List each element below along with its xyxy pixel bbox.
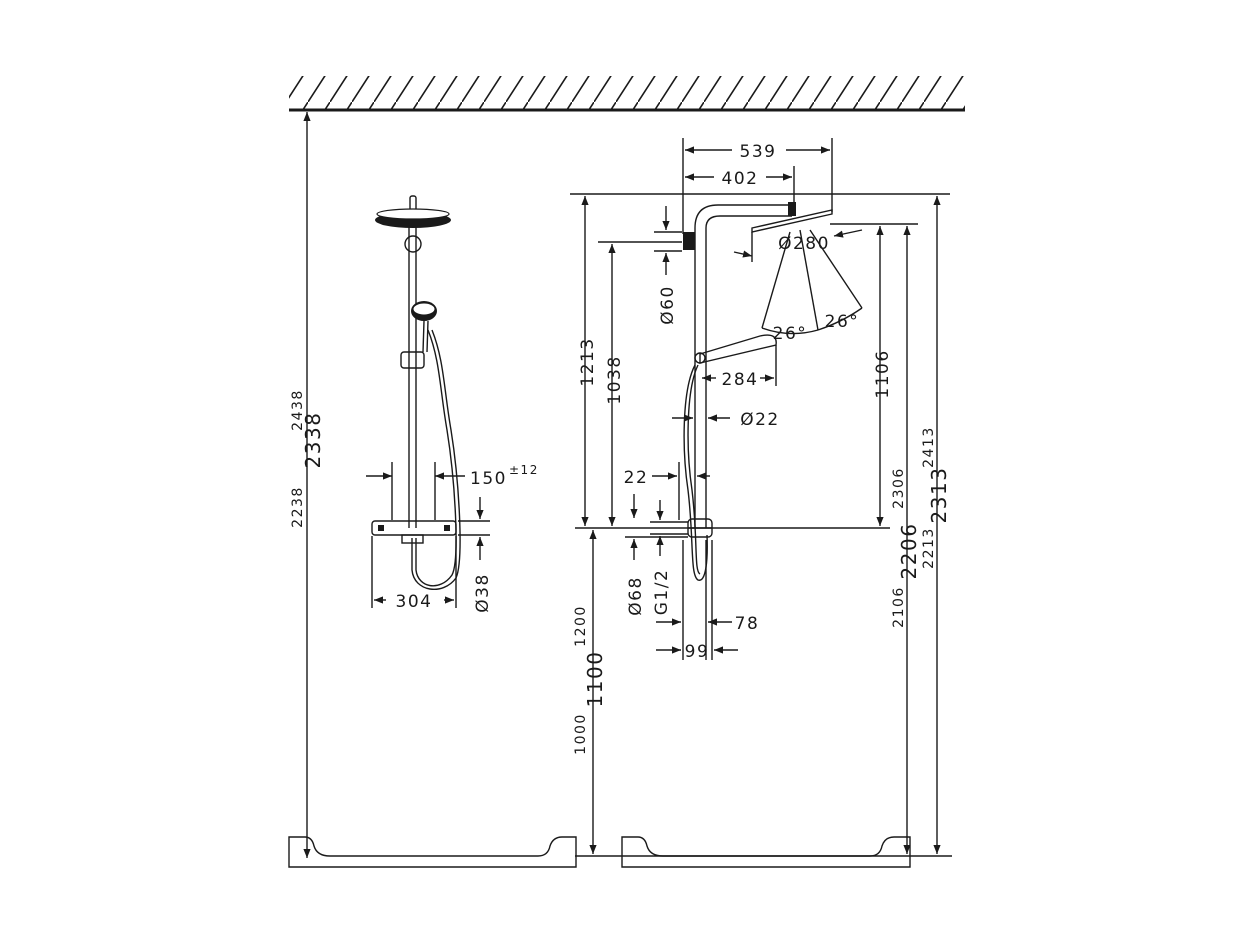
dim-304: 304 — [396, 592, 433, 612]
dim-1106: 1106 — [873, 349, 893, 398]
dimension-dia-38: Ø38 — [458, 497, 493, 613]
dim-2338: 2338 — [301, 412, 325, 469]
front-view-shower — [371, 195, 461, 591]
dimension-total-height-left: 2438 2338 2238 — [290, 112, 325, 858]
dimension-22: 22 — [624, 462, 710, 520]
dimension-g12: G1/2 — [650, 500, 688, 615]
dim-402: 402 — [722, 169, 759, 189]
dim-539: 539 — [740, 142, 777, 162]
slider-holder — [400, 351, 425, 369]
dim-78: 78 — [735, 614, 760, 634]
dim-1213: 1213 — [578, 337, 598, 386]
dim-2313: 2313 — [927, 467, 951, 524]
thermostat-mixer — [371, 520, 457, 536]
dimension-402: 402 — [685, 166, 795, 204]
dim-angle-26-b: 26° — [825, 312, 860, 332]
dim-2413: 2413 — [921, 426, 937, 468]
dimension-2313: 2413 2313 2213 — [921, 196, 951, 854]
hand-shower-side — [699, 334, 777, 364]
dim-22: 22 — [624, 468, 649, 488]
dim-2238: 2238 — [290, 486, 306, 528]
dim-dia-60: Ø60 — [658, 285, 678, 325]
dimension-150: 150 ±12 — [366, 462, 539, 520]
dim-2106: 2106 — [891, 586, 907, 628]
dimension-1213: 1213 — [570, 193, 950, 526]
dim-99: 99 — [685, 642, 710, 662]
dim-2438: 2438 — [290, 389, 306, 431]
dim-284: 284 — [722, 370, 759, 390]
dimension-1100: 1200 1100 1000 — [573, 530, 607, 854]
dim-2213: 2213 — [921, 527, 937, 569]
dim-dia-22: Ø22 — [740, 410, 780, 430]
dim-dia-68: Ø68 — [626, 576, 646, 616]
dimension-spray-angles: 26° 26° — [761, 229, 863, 344]
floor-tray-right — [621, 836, 911, 868]
dim-angle-26-a: 26° — [773, 324, 808, 344]
dim-2206: 2206 — [897, 523, 921, 580]
dimension-78: 78 — [656, 540, 760, 660]
dim-2306: 2306 — [891, 467, 907, 509]
dimension-284: 284 — [702, 345, 777, 390]
overhead-shower-head-side — [788, 202, 796, 216]
dimension-2206: 2306 2206 2106 — [891, 226, 921, 854]
dim-dia-38: Ø38 — [473, 573, 493, 613]
ceiling — [289, 76, 965, 112]
dim-1038: 1038 — [605, 355, 625, 404]
dimension-dia-22: Ø22 — [672, 410, 780, 430]
dimension-1038: 1038 — [598, 241, 682, 526]
side-view-shower — [683, 202, 833, 581]
dim-1100: 1100 — [583, 651, 607, 708]
dim-150-tolerance: ±12 — [509, 463, 539, 477]
wall-bracket — [404, 235, 422, 253]
dimension-1106: 1106 — [830, 223, 918, 526]
dim-150: 150 — [470, 469, 507, 489]
dim-1000: 1000 — [573, 713, 589, 755]
dimension-dia-280: Ø280 — [733, 229, 863, 262]
floor-tray-left — [288, 836, 577, 868]
dimension-dia-60: Ø60 — [654, 206, 682, 325]
dimension-539: 539 — [682, 138, 833, 234]
dim-1200: 1200 — [573, 605, 589, 647]
dim-g12: G1/2 — [652, 569, 672, 616]
dimension-99: 99 — [656, 540, 738, 662]
dimension-304: 304 — [371, 536, 457, 612]
shower-hose — [415, 329, 457, 587]
